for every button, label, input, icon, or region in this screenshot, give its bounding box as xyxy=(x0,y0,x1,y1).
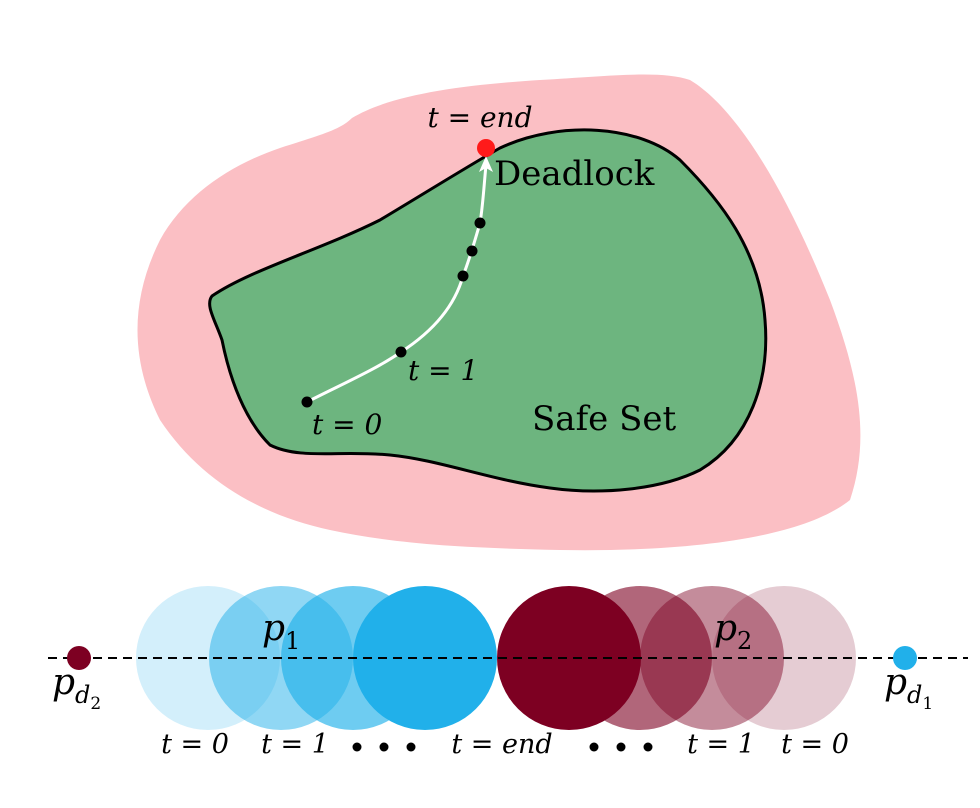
trajectory-point xyxy=(474,217,486,229)
label-t0-top: t = 0 xyxy=(312,408,382,441)
trajectory-point-t0 xyxy=(301,396,313,408)
ellipsis-dot xyxy=(352,742,362,752)
safe-set-region xyxy=(208,128,768,493)
label-t-end-top: t = end xyxy=(427,101,532,134)
label-t1-left: t = 1 xyxy=(261,729,329,760)
trajectory-path xyxy=(306,164,488,404)
agent2-disc-t-end xyxy=(497,586,641,730)
label-p1: p1 xyxy=(262,608,300,655)
ellipsis-dot xyxy=(379,742,389,752)
deadlock-point xyxy=(477,139,495,157)
label-t0-right: t = 0 xyxy=(781,729,849,760)
label-pd2: pd2 xyxy=(52,662,101,714)
label-pd1: pd1 xyxy=(884,662,933,714)
label-t1-right: t = 1 xyxy=(687,729,755,760)
label-t0-left: t = 0 xyxy=(161,729,229,760)
label-deadlock: Deadlock xyxy=(494,154,655,194)
trajectory-point xyxy=(457,270,469,282)
label-t1-top: t = 1 xyxy=(408,354,478,387)
ellipsis-dot xyxy=(643,742,653,752)
goal-point-pd2 xyxy=(67,646,91,670)
trajectory-point-t1 xyxy=(395,346,407,358)
ellipsis-dot xyxy=(616,742,626,752)
ellipsis-dot xyxy=(589,742,599,752)
label-t-end-bottom: t = end xyxy=(451,729,552,760)
ellipsis-dot xyxy=(406,742,416,752)
label-safe-set: Safe Set xyxy=(532,399,676,439)
trajectory-arrowhead xyxy=(479,156,493,172)
trajectory-point xyxy=(466,245,478,257)
goal-point-pd1 xyxy=(893,646,917,670)
label-p2: p2 xyxy=(714,608,752,655)
